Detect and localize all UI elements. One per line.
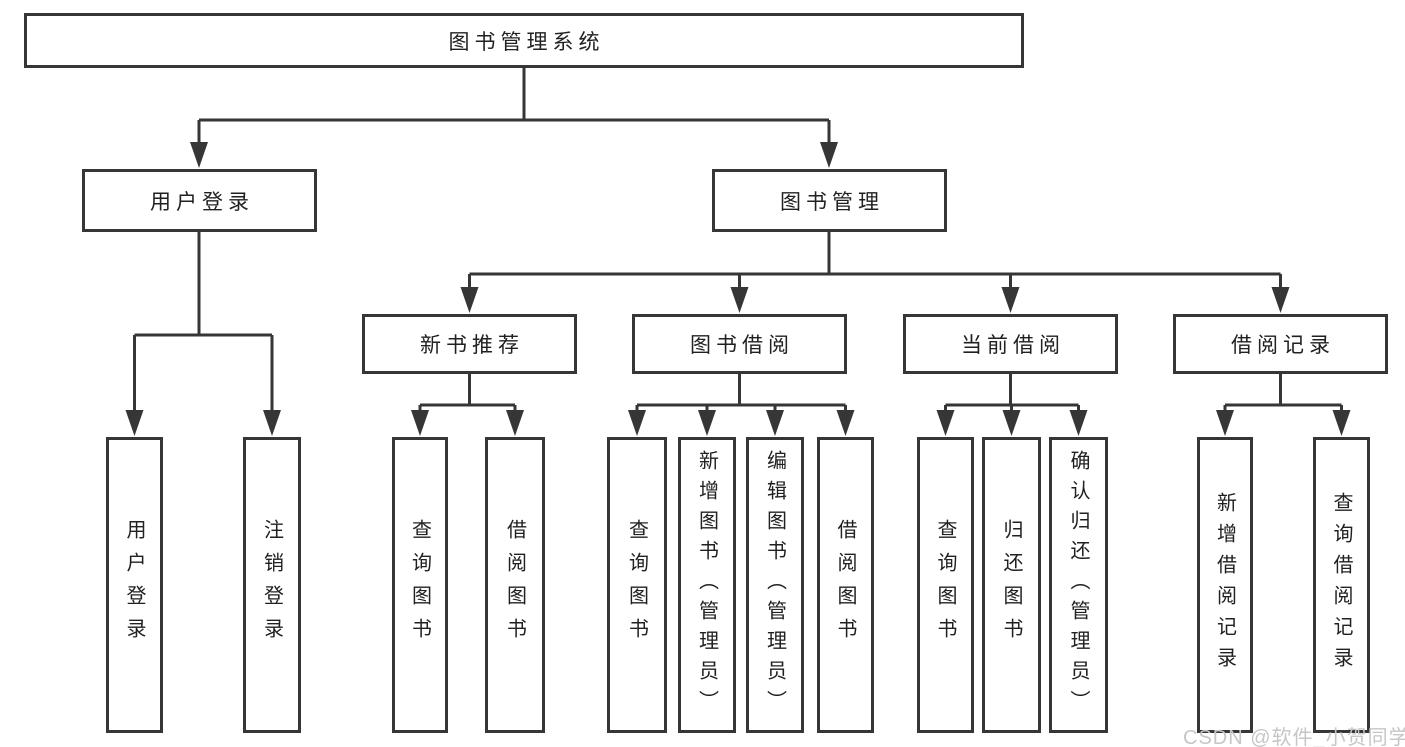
node-current-borrowing: 当前借阅 <box>903 314 1118 374</box>
node-book-management: 图书管理 <box>712 169 947 232</box>
leaf-borrow-books-newbook: 借阅图书 <box>485 437 545 733</box>
leaf-return-books: 归还图书 <box>982 437 1041 733</box>
connector-borrowing-records-children <box>1216 374 1351 436</box>
arrowhead-down-icon <box>1332 410 1351 436</box>
leaf-add-borrow-record: 新增借阅记录 <box>1197 437 1253 733</box>
connector-current-borrowing-children <box>936 374 1088 436</box>
leaf-confirm-return-admin: 确认归还（管理员） <box>1049 437 1108 733</box>
leaf-add-books-admin: 新增图书（管理员） <box>678 437 736 733</box>
node-user-login: 用户登录 <box>82 169 317 232</box>
arrowhead-down-icon <box>1216 410 1234 436</box>
node-book-borrowing: 图书借阅 <box>632 314 847 374</box>
arrowhead-down-icon <box>628 410 646 436</box>
arrowhead-down-icon <box>460 287 479 313</box>
arrowhead-down-icon <box>125 410 144 436</box>
leaf-logout-login: 注销登录 <box>243 437 301 733</box>
arrowhead-down-icon <box>820 142 838 168</box>
leaf-query-borrow-record: 查询借阅记录 <box>1313 437 1370 733</box>
node-borrowing-records: 借阅记录 <box>1173 314 1388 374</box>
leaf-edit-books-admin: 编辑图书（管理员） <box>746 437 804 733</box>
arrowhead-down-icon <box>506 410 524 436</box>
arrowhead-down-icon <box>1271 287 1290 313</box>
arrowhead-down-icon <box>411 410 429 436</box>
arrowhead-down-icon <box>730 287 749 313</box>
arrowhead-down-icon <box>190 142 208 168</box>
csdn-watermark: CSDN @软件_小贺同学 <box>1183 727 1405 747</box>
connector-new-book-children <box>411 374 524 436</box>
arrowhead-down-icon <box>936 410 955 436</box>
arrowhead-down-icon <box>263 410 281 436</box>
arrowhead-down-icon <box>1001 287 1020 313</box>
arrowhead-down-icon <box>1002 410 1021 436</box>
arrowhead-down-icon <box>836 410 855 436</box>
connector-book-borrowing-children <box>628 374 855 436</box>
leaf-user-login: 用户登录 <box>106 437 163 733</box>
arrowhead-down-icon <box>766 410 784 436</box>
leaf-query-books-current: 查询图书 <box>917 437 974 733</box>
connector-user-login-children <box>125 232 281 436</box>
node-new-book-recommendation: 新书推荐 <box>362 314 577 374</box>
node-root: 图书管理系统 <box>24 13 1024 68</box>
connector-book-management-children <box>460 232 1290 313</box>
arrowhead-down-icon <box>1069 410 1088 436</box>
arrowhead-down-icon <box>698 410 716 436</box>
connector-root-to-level2 <box>190 68 838 168</box>
leaf-query-books-borrowing: 查询图书 <box>607 437 667 733</box>
leaf-borrow-books-borrowing: 借阅图书 <box>817 437 874 733</box>
leaf-query-books-newbook: 查询图书 <box>392 437 448 733</box>
